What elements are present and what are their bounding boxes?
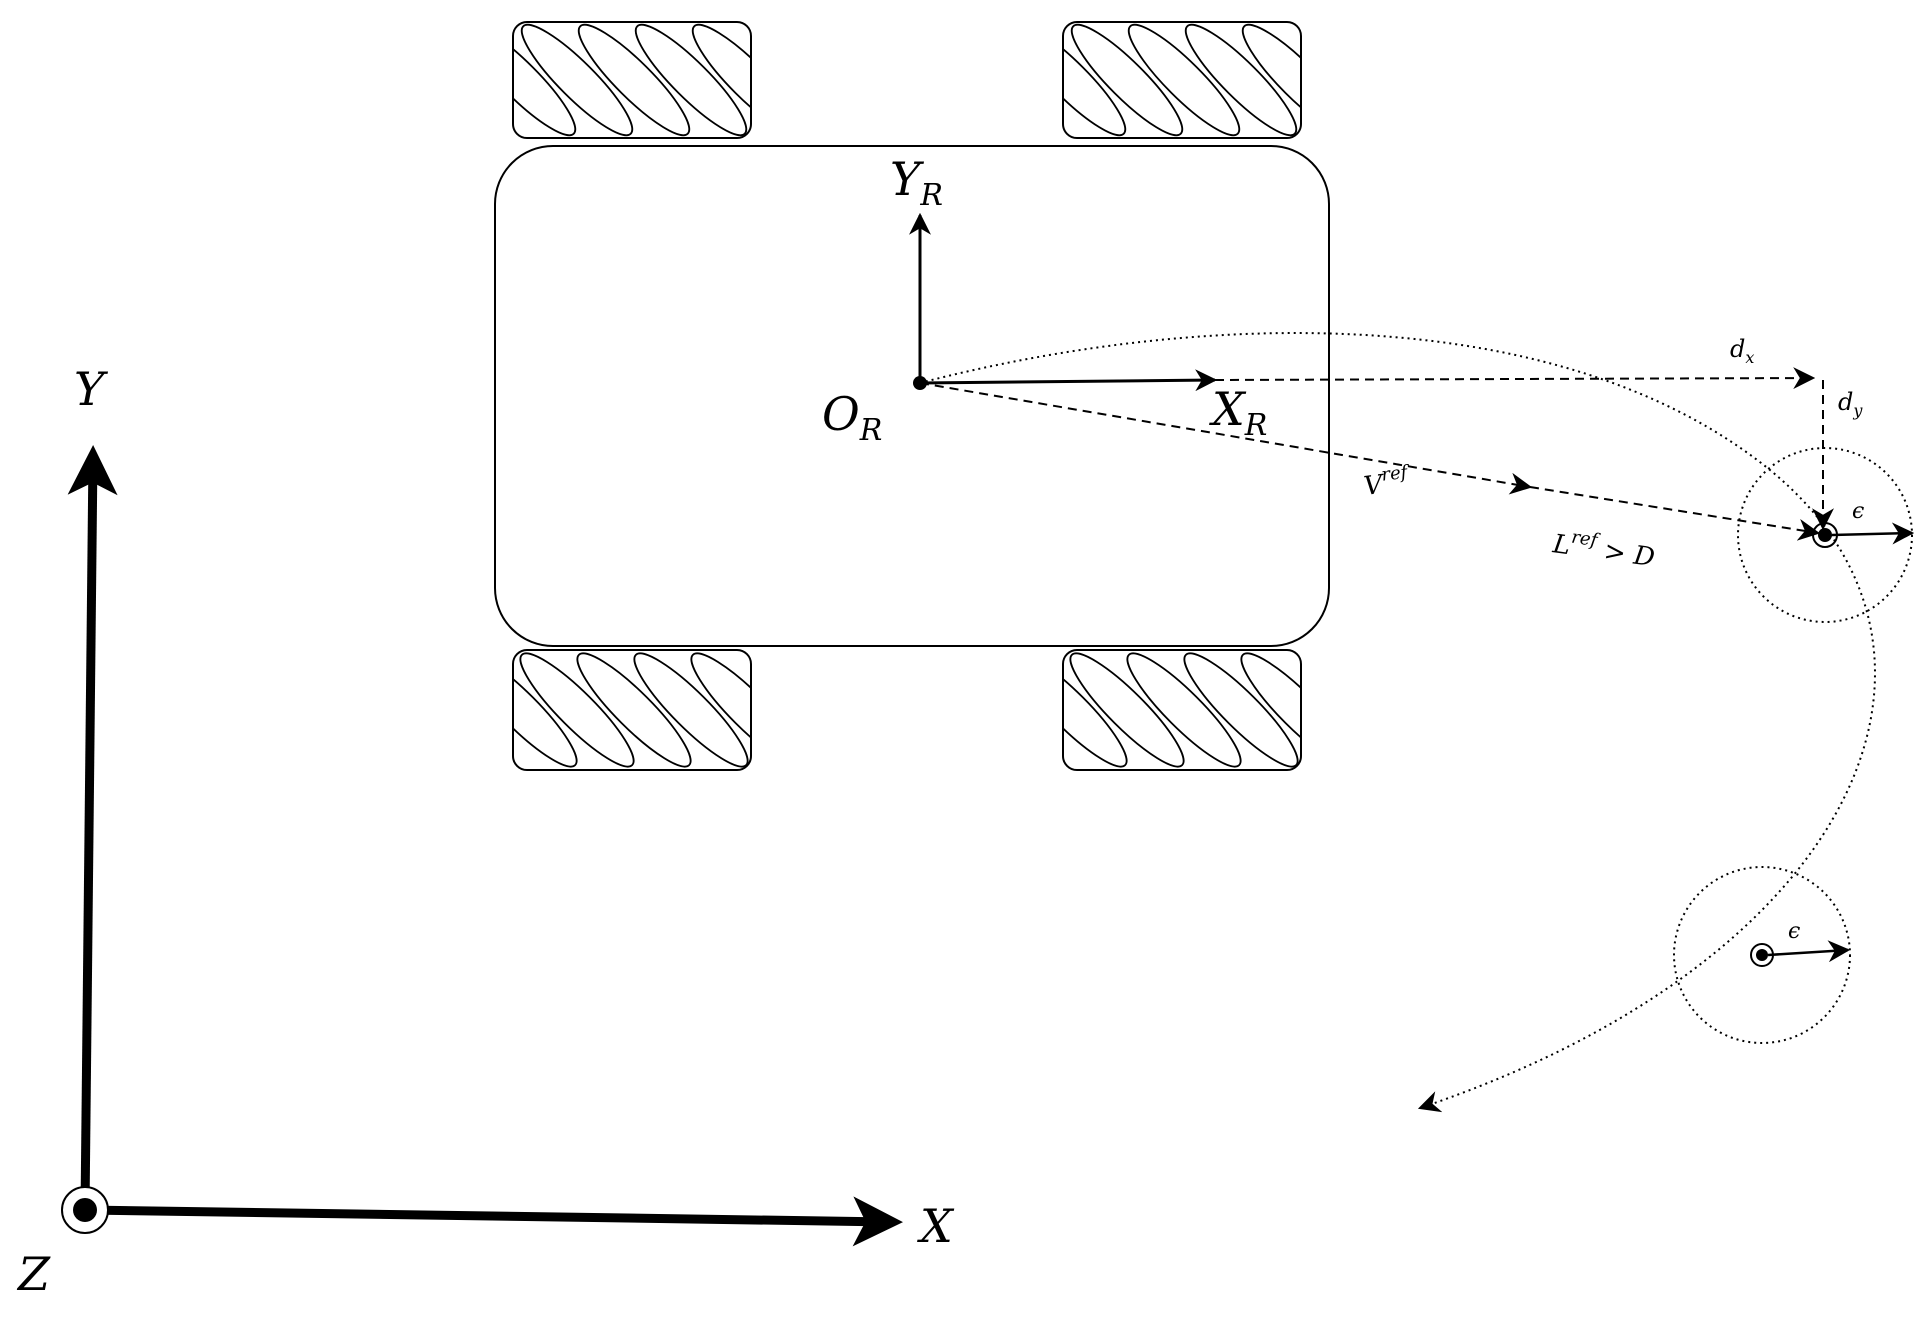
wheel-rear-right: [1062, 649, 1302, 771]
robot-chassis: [494, 145, 1330, 647]
world-y-axis: [67, 445, 118, 1211]
dx-arrow: [1214, 367, 1816, 390]
wheel-front-left: [512, 21, 752, 139]
robot-origin-label: OR: [822, 387, 882, 448]
robot-x-label: XR: [1209, 382, 1267, 443]
world-x-label: X: [917, 1199, 955, 1253]
epsilon-label-near: ϵ: [1852, 499, 1864, 524]
epsilon-arrow-near: [1831, 522, 1915, 545]
v-ref-label: Vref: [1362, 461, 1414, 502]
l-ref-arrow: [1529, 486, 1821, 541]
dx-label: dx: [1730, 335, 1754, 367]
l-ref-label: Lref > D: [1550, 524, 1657, 573]
world-y-label: Y: [74, 362, 109, 416]
dy-label: dy: [1838, 388, 1863, 420]
wheel-front-right: [1062, 21, 1302, 139]
epsilon-arrow-far: [1767, 940, 1851, 963]
trajectory-curve: [919, 332, 1876, 1113]
v-ref-arrow: [919, 382, 1533, 495]
robot-x-axis: [919, 369, 1218, 392]
wheel-rear-left: [512, 649, 752, 771]
robot-y-label: YR: [890, 152, 943, 213]
epsilon-label-far: ϵ: [1788, 919, 1800, 944]
world-origin-z-symbol: [61, 1186, 109, 1234]
world-x-axis: [84, 1196, 903, 1247]
world-z-label: Z: [16, 1247, 51, 1301]
